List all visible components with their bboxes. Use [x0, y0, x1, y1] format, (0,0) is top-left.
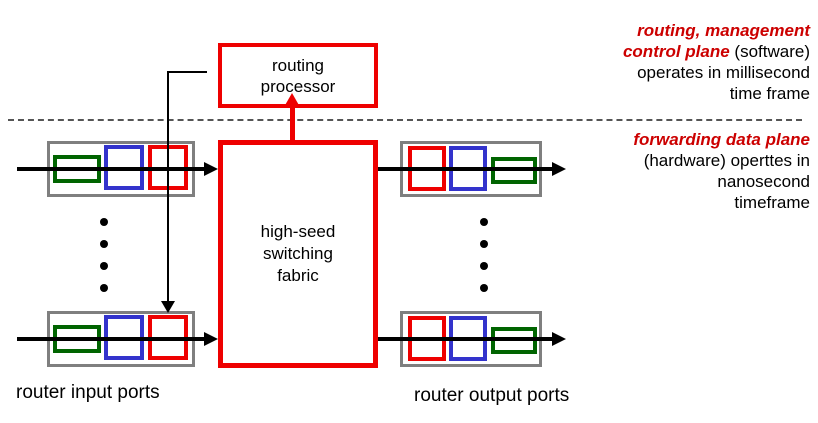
output-arrow-bottom-head — [552, 332, 566, 346]
dot — [480, 284, 488, 292]
output-ports-label: router output ports — [414, 385, 570, 406]
input-arrow-bottom-line — [17, 337, 207, 341]
data-plane-note-line2: (hardware) operttes in — [643, 151, 810, 170]
control-path-vertical-line — [167, 71, 169, 301]
control-plane-note: routing, management control plane (softw… — [623, 20, 810, 104]
dot — [100, 284, 108, 292]
input-arrow-bottom-head — [204, 332, 218, 346]
control-plane-note-line4: time frame — [729, 84, 810, 103]
switching-fabric-box: high-seed switching fabric — [218, 140, 378, 368]
control-plane-note-line2: control plane (software) — [622, 42, 810, 61]
dot — [100, 218, 108, 226]
control-data-arrow-line — [290, 106, 295, 146]
output-arrow-top-line — [378, 167, 552, 171]
switching-fabric-label-line1: high-seed — [260, 222, 336, 241]
plane-divider-dashed-line — [8, 119, 802, 121]
data-plane-note-line3: nanosecond — [717, 172, 810, 191]
dot — [480, 262, 488, 270]
control-path-down-arrowhead — [161, 301, 175, 313]
control-data-arrow-up-head — [284, 93, 300, 107]
control-path-horizontal-line — [167, 71, 207, 73]
dot — [480, 240, 488, 248]
input-arrow-top-line — [17, 167, 207, 171]
dot — [100, 240, 108, 248]
control-plane-note-line3: operates in millisecond — [637, 63, 810, 82]
switching-fabric-label-line3: fabric — [277, 266, 319, 285]
routing-processor-label-line2: processor — [260, 76, 336, 96]
dot — [100, 262, 108, 270]
data-plane-note: forwarding data plane (hardware) opertte… — [633, 129, 810, 213]
control-plane-note-line1: routing, management — [637, 21, 810, 40]
switching-fabric-label-line2: switching — [263, 244, 333, 263]
input-arrow-top-head — [204, 162, 218, 176]
output-arrow-bottom-line — [378, 337, 552, 341]
routing-processor-label-line1: routing — [272, 55, 324, 75]
dot — [480, 218, 488, 226]
output-arrow-top-head — [552, 162, 566, 176]
input-ports-label: router input ports — [16, 382, 160, 403]
data-plane-note-line1: forwarding data plane — [633, 130, 810, 149]
input-port-bottom — [47, 311, 195, 367]
data-plane-note-line4: timeframe — [734, 193, 810, 212]
